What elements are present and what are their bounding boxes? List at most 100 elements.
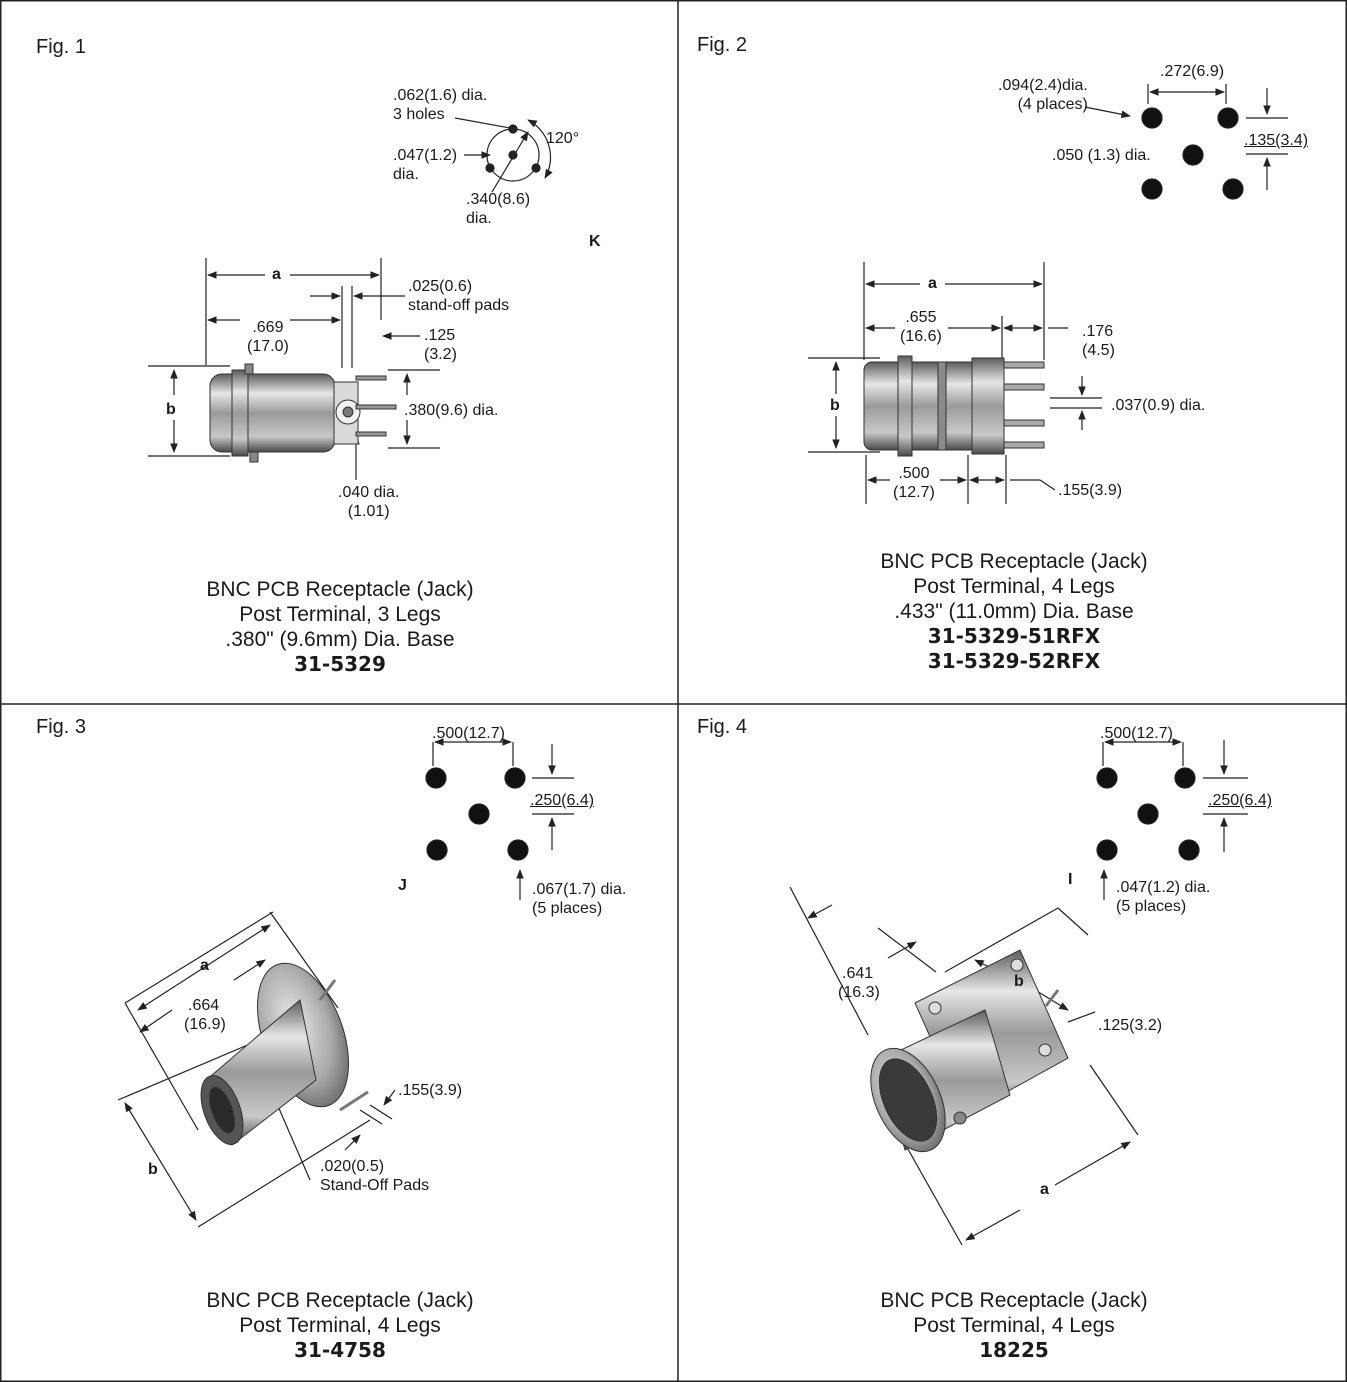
fig2-spacing-x: .272(6.9)	[1160, 63, 1225, 80]
fig4-caption-line1: BNC PCB Receptacle (Jack)	[880, 1289, 1148, 1312]
fig2-length: .655 (16.6)	[900, 308, 942, 346]
fig2-hole-callout: .094(2.4)dia. (4 places)	[998, 76, 1088, 114]
fig4-connector	[870, 949, 1069, 1153]
fig1-part-number: 31-5329	[294, 652, 386, 676]
fig3-spacing-x: .500(12.7)	[432, 725, 505, 742]
fig4-dim-b: b	[1014, 973, 1024, 990]
fig1-caption-line3: .380" (9.6mm) Dia. Base	[225, 628, 455, 651]
fig1-hole-callout-line2: 3 holes	[393, 106, 445, 123]
fig2-post: .176 (4.5)	[1082, 322, 1115, 360]
fig1-post: .125 (3.2)	[424, 326, 457, 364]
fig1-post-line1: .125	[424, 327, 456, 344]
fig1-caption-line2: Post Terminal, 3 Legs	[239, 603, 441, 626]
fig2-center-hole: .050 (1.3) dia.	[1052, 147, 1151, 164]
fig3-length-line2: (16.9)	[184, 1016, 226, 1033]
fig3-hole-line2: (5 places)	[532, 900, 603, 917]
fig4-caption: BNC PCB Receptacle (Jack) Post Terminal,…	[678, 1288, 1347, 1363]
fig2-leg-dia: .037(0.9) dia.	[1111, 397, 1206, 414]
fig2-caption: BNC PCB Receptacle (Jack) Post Terminal,…	[678, 549, 1347, 674]
fig4-dim-a: a	[1040, 1181, 1049, 1198]
fig1-hole-callout-line1: .062(1.6) dia.	[393, 87, 488, 104]
fig3-flange: .155(3.9)	[398, 1082, 463, 1099]
fig1-length: .669 (17.0)	[247, 318, 289, 356]
fig3-drawing	[117, 738, 574, 1228]
fig1-circle-dia: .340(8.6) dia.	[466, 190, 530, 228]
fig3-length-line1: .664	[188, 997, 220, 1014]
fig2-label: Fig. 2	[697, 34, 748, 56]
fig1-connector	[209, 363, 397, 463]
fig2-base: .500 (12.7)	[893, 464, 935, 502]
fig2-caption-line2: Post Terminal, 4 Legs	[913, 575, 1115, 598]
fig1-caption: BNC PCB Receptacle (Jack) Post Terminal,…	[4, 577, 676, 677]
fig1-circle-dia-line1: .340(8.6)	[466, 191, 531, 208]
fig3-hole-callout: .067(1.7) dia. (5 places)	[532, 880, 626, 918]
fig1-angle: 120°	[546, 130, 580, 147]
fig2-flange: .155(3.9)	[1058, 482, 1123, 499]
fig3-pad-line1: .020(0.5)	[320, 1158, 385, 1175]
fig2-spacing-y: .135(3.4)	[1244, 132, 1309, 149]
fig3-pad-callout: .020(0.5) Stand-Off Pads	[320, 1157, 429, 1195]
fig1-letter-k: K	[589, 233, 601, 250]
fig4-length: .641 (16.3)	[838, 964, 880, 1002]
fig4-hole-line1: .047(1.2) dia.	[1116, 879, 1211, 896]
fig3-dim-b: b	[148, 1161, 158, 1178]
fig1-pin-line1: .040 dia.	[338, 484, 400, 501]
fig1-label: Fig. 1	[36, 36, 87, 58]
fig4-length-line2: (16.3)	[838, 984, 880, 1001]
fig1-dim-b: b	[166, 401, 176, 418]
fig4-hole-line2: (5 places)	[1116, 898, 1187, 915]
fig3-spacing-y: .250(6.4)	[530, 792, 595, 809]
fig3-length: .664 (16.9)	[184, 996, 226, 1034]
fig1-pad-callout: .025(0.6) stand-off pads	[408, 277, 509, 315]
fig4-drawing	[789, 738, 1248, 1246]
fig3-caption-line1: BNC PCB Receptacle (Jack)	[206, 1289, 474, 1312]
fig1-caption-line1: BNC PCB Receptacle (Jack)	[206, 578, 474, 601]
fig3-letter-j: J	[398, 877, 407, 894]
fig1-drawing	[148, 117, 553, 480]
fig4-caption-line2: Post Terminal, 4 Legs	[913, 1314, 1115, 1337]
fig2-hole-line1: .094(2.4)dia.	[998, 77, 1088, 94]
fig4-part-number: 18225	[979, 1338, 1049, 1362]
fig2-post-line1: .176	[1082, 323, 1114, 340]
fig1-base-dia: .380(9.6) dia.	[404, 402, 499, 419]
fig3-hole-line1: .067(1.7) dia.	[532, 881, 627, 898]
fig1-hole-callout: .062(1.6) dia. 3 holes	[393, 86, 487, 124]
fig3-connector	[200, 962, 369, 1146]
fig4-letter-i: I	[1068, 871, 1073, 888]
fig1-length-line1: .669	[252, 319, 284, 336]
fig1-pad-line2: stand-off pads	[408, 297, 510, 314]
fig1-pad-line1: .025(0.6)	[408, 278, 473, 295]
fig2-drawing	[808, 84, 1288, 504]
fig2-part-number-1: 31-5329-51RFX	[927, 624, 1101, 648]
fig1-pin-line2: (1.01)	[347, 503, 390, 520]
fig2-hole-line2: (4 places)	[1017, 96, 1088, 113]
fig2-length-line2: (16.6)	[900, 328, 942, 345]
fig2-connector	[863, 355, 1045, 457]
fig4-label: Fig. 4	[697, 716, 748, 738]
fig4-post: .125(3.2)	[1098, 1017, 1163, 1034]
fig2-caption-line3: .433" (11.0mm) Dia. Base	[894, 600, 1134, 623]
fig2-post-line2: (4.5)	[1082, 342, 1115, 359]
fig2-caption-line1: BNC PCB Receptacle (Jack)	[880, 550, 1148, 573]
fig3-part-number: 31-4758	[294, 1338, 386, 1362]
fig1-dim-a: a	[272, 266, 281, 283]
fig2-dim-a: a	[928, 275, 937, 292]
fig2-base-line1: .500	[898, 465, 930, 482]
fig1-circle-dia-line2: dia.	[466, 210, 492, 227]
fig3-label: Fig. 3	[36, 716, 87, 738]
fig3-caption: BNC PCB Receptacle (Jack) Post Terminal,…	[4, 1288, 676, 1363]
fig2-base-line2: (12.7)	[893, 484, 935, 501]
fig4-spacing-x: .500(12.7)	[1100, 725, 1173, 742]
fig3-pad-line2: Stand-Off Pads	[320, 1177, 430, 1194]
fig4-hole-callout: .047(1.2) dia. (5 places)	[1116, 878, 1210, 916]
fig1-pin: .040 dia. (1.01)	[338, 483, 399, 521]
fig1-center-dia: .047(1.2) dia.	[393, 146, 457, 184]
fig3-dim-a: a	[200, 957, 209, 974]
fig4-length-line1: .641	[842, 965, 874, 982]
fig1-center-dia-line2: dia.	[393, 166, 419, 183]
fig2-length-line1: .655	[905, 309, 937, 326]
fig3-caption-line2: Post Terminal, 4 Legs	[239, 1314, 441, 1337]
